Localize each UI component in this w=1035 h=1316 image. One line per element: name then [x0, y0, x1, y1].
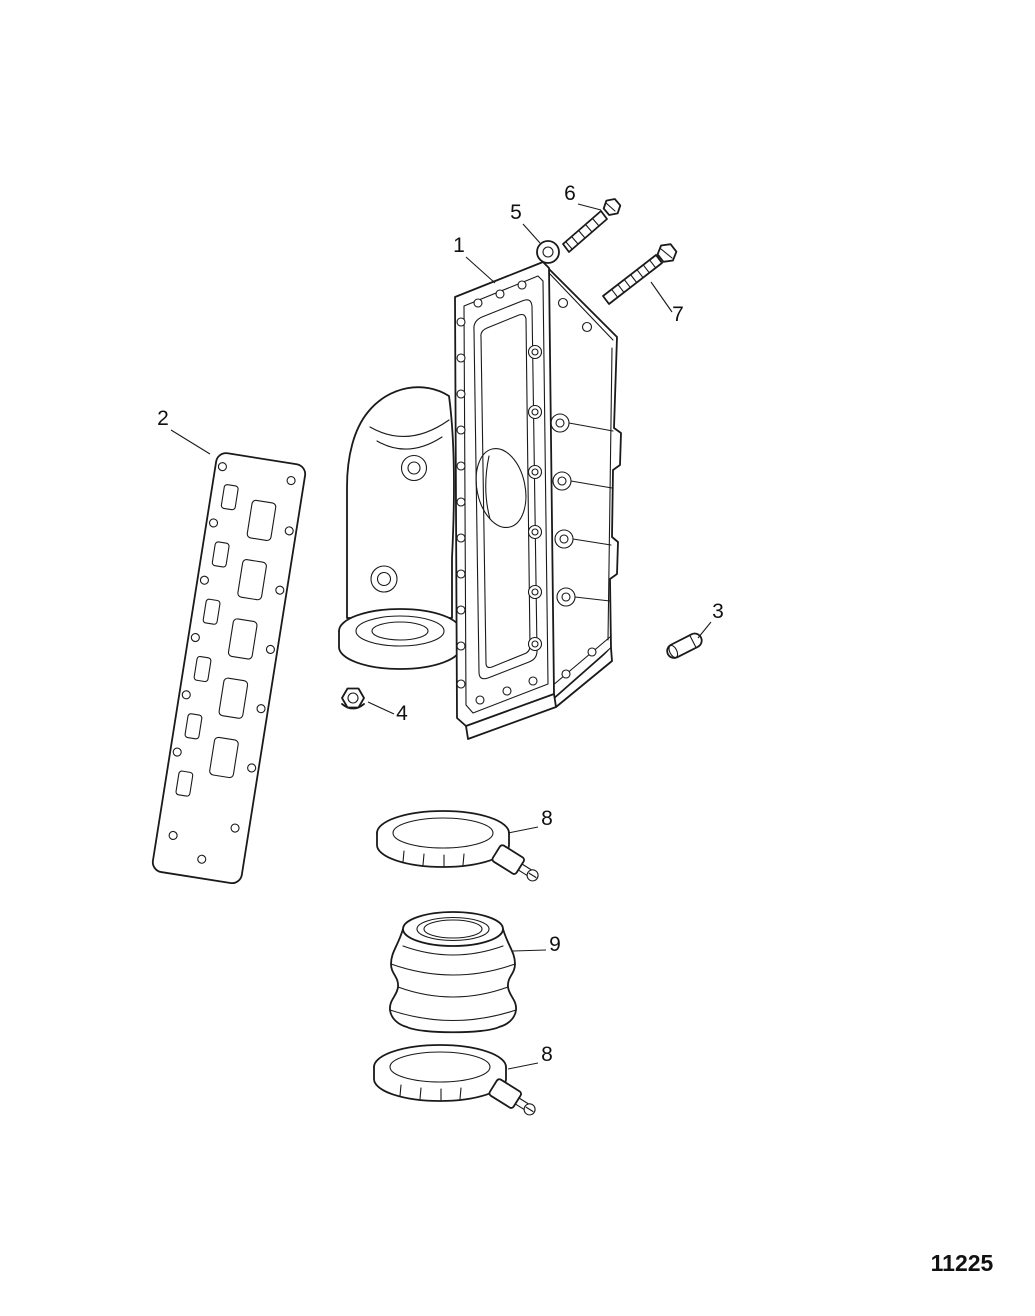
- callout-2: 2: [157, 407, 211, 455]
- callout-8-lower-leader: [507, 1062, 539, 1070]
- callout-9-label: 9: [549, 933, 561, 956]
- callout-8-lower: 8: [507, 1043, 553, 1070]
- callout-4-label: 4: [396, 702, 408, 725]
- callout-1-leader: [465, 256, 496, 284]
- callout-8-upper: 8: [507, 807, 553, 834]
- callout-1: 1: [453, 234, 496, 284]
- callout-8-lower-label: 8: [541, 1043, 553, 1066]
- callout-2-leader: [170, 429, 211, 455]
- callout-6-leader: [577, 203, 602, 211]
- manifold-gasket: [151, 452, 307, 885]
- callout-6: 6: [564, 182, 602, 211]
- bolt-long: [602, 243, 678, 305]
- manifold-front-face: [454, 261, 555, 727]
- callout-5: 5: [510, 201, 541, 244]
- callout-2-label: 2: [157, 407, 169, 430]
- flange-locknut: [341, 687, 365, 710]
- callout-7: 7: [650, 281, 684, 326]
- hose-clamp-lower: [373, 1044, 541, 1121]
- callout-9: 9: [512, 933, 561, 956]
- callout-7-label: 7: [672, 303, 684, 326]
- bolt-short: [562, 198, 622, 253]
- callouts: 1 2 3 4 5 6 7 8: [157, 182, 724, 1070]
- callout-5-leader: [522, 223, 541, 244]
- callout-7-leader: [650, 281, 673, 313]
- fitting: [666, 632, 703, 659]
- callout-4: 4: [367, 701, 408, 725]
- callout-3-label: 3: [712, 600, 724, 623]
- callout-9-leader: [512, 949, 547, 952]
- callout-1-label: 1: [453, 234, 465, 257]
- washer: [536, 240, 560, 264]
- callout-8-upper-label: 8: [541, 807, 553, 830]
- exhaust-manifold: [338, 261, 622, 740]
- hose-clamp-upper: [376, 810, 544, 887]
- callout-6-label: 6: [564, 182, 576, 205]
- elbow-pipe: [338, 386, 462, 670]
- callout-8-upper-leader: [507, 826, 539, 834]
- callout-3: 3: [697, 600, 724, 639]
- callout-5-label: 5: [510, 201, 522, 224]
- callout-3-leader: [697, 621, 712, 639]
- rubber-bellows: [389, 911, 517, 1034]
- drawing-number: 11225: [931, 1250, 994, 1276]
- callout-4-leader: [367, 701, 395, 715]
